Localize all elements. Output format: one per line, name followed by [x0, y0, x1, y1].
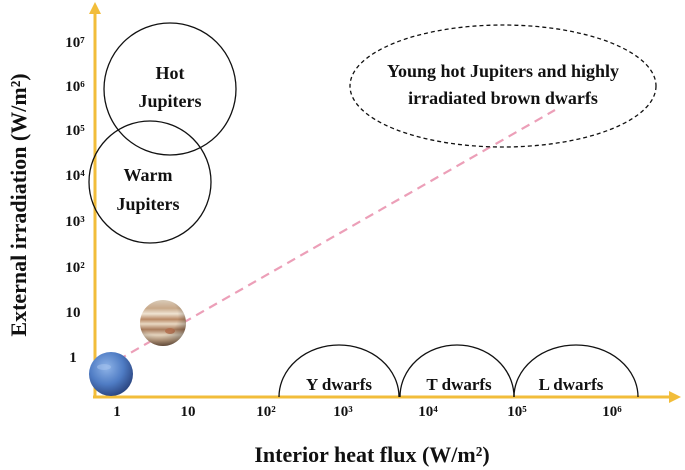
l-dwarfs-label: L dwarfs	[539, 375, 604, 394]
x-axis-title: Interior heat flux (W/m²)	[254, 442, 489, 467]
x-tick-label: 10⁶	[602, 404, 622, 420]
y-tick-label: 10	[66, 305, 81, 321]
y-tick-label: 10⁵	[65, 123, 85, 139]
y-axis-title: External irradiation (W/m²)	[6, 73, 31, 336]
hot-jupiters-region: Hot Jupiters	[103, 22, 237, 156]
x-tick-label: 10⁴	[418, 404, 438, 420]
warm-jupiters-label-line2: Jupiters	[117, 194, 180, 214]
x-axis-arrow-icon	[669, 391, 681, 403]
hot-jupiters-label-line2: Jupiters	[139, 91, 202, 111]
x-tick-label: 10⁵	[507, 404, 527, 420]
y-tick-label: 10²	[65, 260, 85, 276]
trend-line	[117, 109, 556, 361]
y-tick-label: 10⁴	[65, 168, 85, 184]
x-tick-labels: 1 10 10² 10³ 10⁴ 10⁵ 10⁶	[113, 404, 622, 420]
x-tick-label: 10²	[256, 404, 276, 420]
y-tick-label: 10⁶	[65, 79, 85, 95]
y-tick-labels: 1 10 10² 10³ 10⁴ 10⁵ 10⁶ 10⁷	[65, 35, 85, 366]
warm-jupiters-label-line1: Warm	[124, 165, 173, 185]
x-tick-label: 10³	[333, 404, 353, 420]
young-hot-label-line1: Young hot Jupiters and highly	[387, 61, 619, 81]
hot-jupiters-label-line1: Hot	[156, 63, 185, 83]
warm-jupiters-region: Warm Jupiters	[88, 120, 212, 244]
x-tick-label: 10	[181, 404, 196, 420]
young-hot-label-line2: irradiated brown dwarfs	[408, 88, 598, 108]
t-dwarfs-region: T dwarfs	[399, 344, 515, 398]
y-dwarfs-label: Y dwarfs	[306, 375, 372, 394]
x-tick-label: 1	[113, 404, 121, 420]
jupiter-icon	[140, 300, 186, 346]
t-dwarfs-label: T dwarfs	[426, 375, 492, 394]
x-axis	[93, 391, 681, 403]
y-tick-label: 1	[69, 350, 77, 366]
neptune-icon	[89, 352, 133, 396]
y-tick-label: 10⁷	[65, 35, 85, 51]
y-dwarfs-region: Y dwarfs	[278, 344, 400, 398]
young-hot-jupiters-region: Young hot Jupiters and highly irradiated…	[349, 24, 657, 148]
y-tick-label: 10³	[65, 214, 85, 230]
y-axis	[89, 2, 101, 398]
l-dwarfs-region: L dwarfs	[513, 344, 639, 398]
y-axis-arrow-icon	[89, 2, 101, 14]
